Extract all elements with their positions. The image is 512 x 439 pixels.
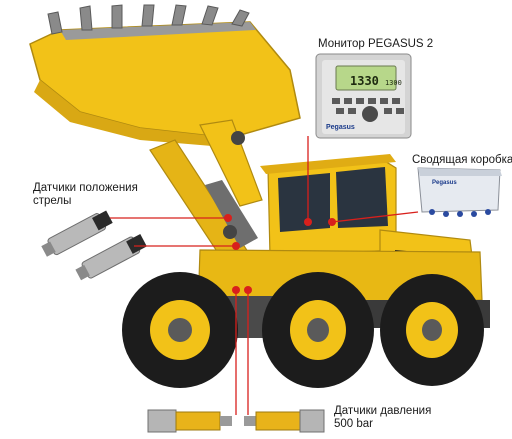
wheel-middle xyxy=(262,272,374,388)
monitor-label: Монитор PEGASUS 2 xyxy=(318,38,434,50)
loader-boom xyxy=(149,119,263,269)
boom-sensors-label-line1: Датчики положения xyxy=(33,182,138,194)
wheel-front xyxy=(122,272,238,388)
boom-sensors-label: Датчики положения стрелы xyxy=(33,182,138,208)
junction-box-brand-logo: Pegasus xyxy=(432,180,457,186)
monitor-brand-logo: Pegasus xyxy=(326,124,355,131)
loader-bucket xyxy=(29,4,301,148)
junction-box xyxy=(417,167,502,217)
connection-points xyxy=(224,214,336,294)
wheel-rear xyxy=(380,274,484,386)
pressure-sensors-label-line2: 500 bar xyxy=(334,418,374,430)
junction-box-label: Сводящая коробка xyxy=(412,154,512,166)
connection-lines xyxy=(110,136,419,415)
boom-sensors-label-line2: стрелы xyxy=(33,195,72,207)
pressure-sensors xyxy=(147,409,325,433)
pressure-sensors-label: Датчики давления 500 bar xyxy=(334,405,431,431)
pressure-sensors-label-line1: Датчики давления xyxy=(334,405,432,417)
pegasus-monitor xyxy=(315,53,412,139)
boom-position-sensors xyxy=(41,210,147,281)
monitor-lcd-reading: 1330 1300 xyxy=(350,74,402,88)
